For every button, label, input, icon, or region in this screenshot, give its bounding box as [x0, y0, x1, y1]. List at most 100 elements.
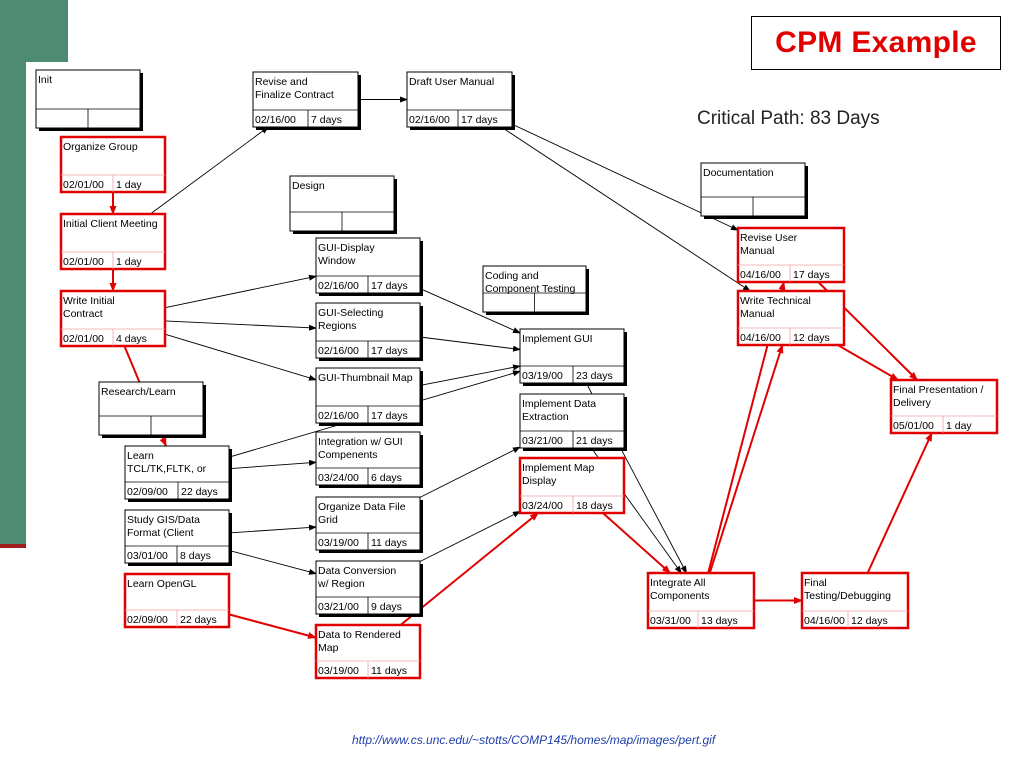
task-start-date: 03/21/00 [522, 435, 563, 447]
task-name: Compenents [318, 449, 378, 461]
task-duration: 7 days [311, 114, 342, 126]
task-duration: 17 days [371, 280, 408, 292]
task-start-date: 04/16/00 [740, 269, 781, 281]
task-node-initial-client-meeting[interactable]: Initial Client Meeting 02/01/00 1 day [59, 212, 167, 271]
group-init[interactable]: Init [35, 69, 143, 131]
task-start-date: 02/16/00 [318, 345, 359, 357]
task-name: Learn OpenGL [127, 578, 197, 590]
task-name: Implement Map [522, 462, 595, 474]
task-name: GUI-Selecting [318, 307, 384, 319]
task-start-date: 02/01/00 [63, 256, 104, 268]
task-start-date: 02/16/00 [255, 114, 296, 126]
task-name: Data to Rendered [318, 629, 401, 641]
task-start-date: 03/19/00 [318, 665, 359, 677]
task-duration: 6 days [371, 472, 402, 484]
task-name: Integration w/ GUI [318, 436, 403, 448]
dependency-arrow [419, 511, 521, 562]
task-name: Draft User Manual [409, 76, 494, 88]
task-name: GUI-Thumbnail Map [318, 372, 413, 384]
task-name: Final [804, 577, 827, 589]
task-duration: 22 days [180, 614, 217, 626]
task-name: Study GIS/Data [127, 514, 200, 526]
task-start-date: 03/31/00 [650, 615, 691, 627]
task-name: Grid [318, 514, 338, 526]
task-duration: 11 days [371, 665, 407, 677]
task-name: Delivery [893, 397, 932, 409]
dependency-arrow [602, 512, 671, 574]
task-name: Contract [63, 308, 103, 320]
task-name: Map [318, 642, 339, 654]
task-name: Display [522, 475, 557, 487]
dependency-arrow [419, 446, 521, 498]
dependency-arrow [866, 432, 933, 574]
source-url[interactable]: http://www.cs.unc.edu/~stotts/COMP145/ho… [352, 733, 716, 747]
dependency-arrow [228, 459, 317, 470]
dependency-arrow [837, 344, 900, 381]
dependency-arrow [708, 344, 784, 574]
task-name: Regions [318, 320, 357, 332]
task-start-date: 02/16/00 [318, 410, 359, 422]
task-duration: 1 day [116, 256, 142, 268]
task-duration: 4 days [116, 333, 147, 345]
dependency-arrow [228, 524, 317, 534]
task-start-date: 02/16/00 [409, 114, 450, 126]
task-name: Write Initial [63, 295, 115, 307]
dependency-arrow [500, 126, 751, 292]
task-start-date: 02/01/00 [63, 333, 104, 345]
task-start-date: 03/24/00 [522, 500, 563, 512]
critical-path-label: Critical Path: 83 Days [697, 108, 880, 129]
task-duration: 17 days [793, 269, 830, 281]
task-name: Extraction [522, 411, 569, 423]
task-name: w/ Region [317, 578, 365, 590]
task-duration: 13 days [701, 615, 738, 627]
task-start-date: 03/19/00 [522, 370, 563, 382]
task-name: Integrate All [650, 577, 705, 589]
task-start-date: 03/19/00 [318, 537, 359, 549]
group-design[interactable]: Design [289, 175, 397, 234]
task-name: Components [650, 590, 710, 602]
task-node-draft-user-manual[interactable]: Draft User Manual 02/16/00 17 days [406, 71, 515, 130]
task-duration: 1 day [116, 179, 142, 191]
task-name: Implement GUI [522, 333, 593, 345]
task-name: Initial Client Meeting [63, 218, 158, 230]
group-documentation[interactable]: Documentation [700, 162, 808, 219]
slide-title: CPM Example [775, 26, 977, 59]
task-name: Revise User [740, 232, 798, 244]
task-name: Data Conversion [318, 565, 396, 577]
dependency-arrow [228, 613, 317, 639]
task-name: Learn [127, 450, 154, 462]
task-node-learn-opengl[interactable]: Learn OpenGL 02/09/00 22 days [123, 572, 231, 629]
dependency-arrow [419, 364, 521, 386]
task-duration: 8 days [180, 550, 211, 562]
task-duration: 9 days [371, 601, 402, 613]
group-research[interactable]: Research/Learn [98, 381, 206, 438]
task-duration: 17 days [461, 114, 498, 126]
task-start-date: 03/01/00 [127, 550, 168, 562]
task-start-date: 03/21/00 [318, 601, 359, 613]
task-start-date: 02/09/00 [127, 614, 168, 626]
dependency-arrow [419, 336, 521, 352]
dependency-arrow [399, 512, 539, 626]
